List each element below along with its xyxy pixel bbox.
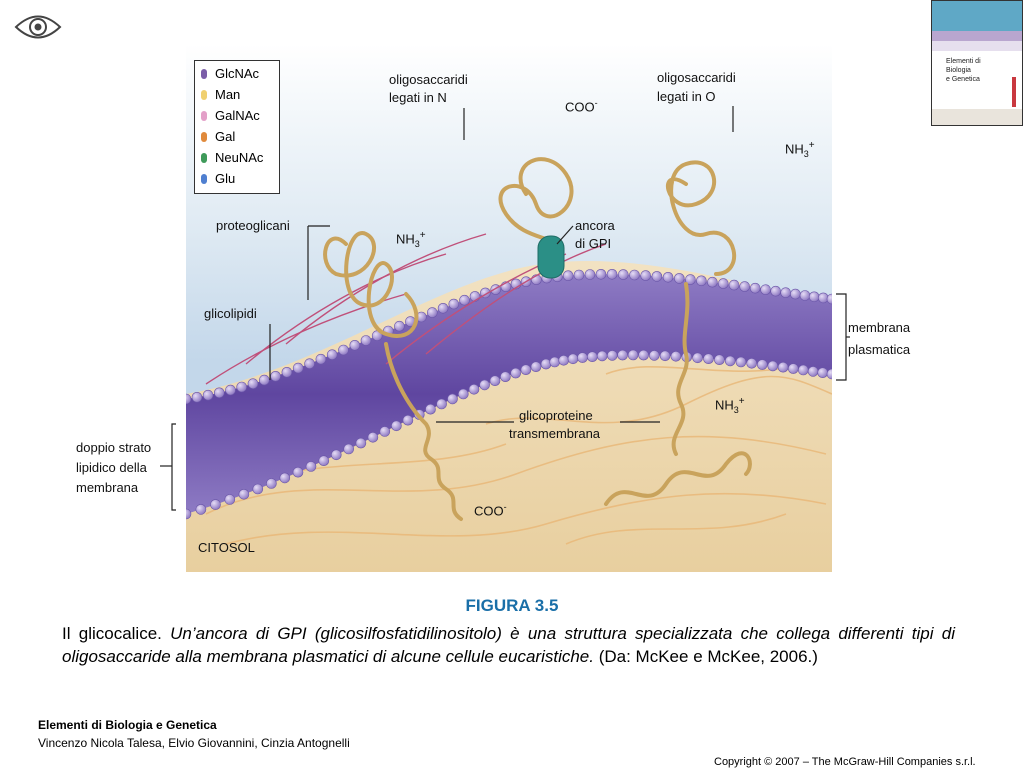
- cover-line1: Elementi di: [946, 58, 981, 65]
- proteoglycan-chains: [205, 233, 607, 385]
- figure-caption: Il glicocalice. Un’ancora di GPI (glicos…: [62, 622, 955, 668]
- label-proteoglicani: proteoglicani: [216, 218, 290, 233]
- legend-item-galnac: GalNAc: [201, 109, 260, 123]
- label-membrana-1: membrana: [848, 320, 911, 335]
- label-membrana-2: plasmatica: [848, 342, 911, 357]
- sugar-legend: GlcNAc Man GalNAc Gal NeuNAc Glu: [194, 60, 280, 194]
- label-citosol: CITOSOL: [198, 540, 255, 555]
- label-glicoproteine-2: transmembrana: [509, 426, 601, 441]
- inner-lipid-heads: [186, 349, 832, 520]
- label-coo-top: COO-: [565, 98, 598, 115]
- label-oligo-n-1: oligosaccaridi: [389, 72, 468, 87]
- legend-item-man: Man: [201, 88, 240, 102]
- outer-lipid-heads: [186, 269, 832, 405]
- label-nh3-lower: NH3+: [715, 396, 745, 415]
- label-coo-bottom: COO-: [474, 502, 507, 519]
- label-oligo-o-1: oligosaccaridi: [657, 70, 736, 85]
- label-gpi-1: ancora: [575, 218, 615, 233]
- cover-line3: e Genetica: [946, 76, 980, 83]
- legend-item-gal: Gal: [201, 130, 235, 144]
- caption-italic: Un’ancora di GPI (glicosilfosfatidilinos…: [62, 624, 955, 666]
- eye-icon: [14, 15, 62, 39]
- label-gpi-2: di GPI: [575, 236, 612, 251]
- footer-book-title: Elementi di Biologia e Genetica: [38, 718, 217, 732]
- caption-lead: Il glicocalice.: [62, 624, 162, 643]
- figure-title: FIGURA 3.5: [465, 596, 559, 615]
- legend-item-glu: Glu: [201, 172, 235, 186]
- label-glicolipidi: glicolipidi: [204, 306, 257, 321]
- book-cover-thumbnail: Elementi di Biologia e Genetica: [931, 0, 1023, 126]
- footer-authors: Vincenzo Nicola Talesa, Elvio Giovannini…: [38, 736, 350, 750]
- transmembrane-glycoproteins: [323, 157, 752, 521]
- gpi-anchor: [537, 235, 565, 279]
- glycocalyx-illustration: [186, 44, 832, 572]
- label-oligo-o-2: legati in O: [657, 89, 716, 104]
- label-doppio-1: doppio strato: [76, 440, 152, 455]
- legend-item-glcnac: GlcNAc: [201, 67, 259, 81]
- cover-line2: Biologia: [946, 67, 971, 74]
- label-glicoproteine-1: glicoproteine: [519, 408, 593, 423]
- label-oligo-n-2: legati in N: [389, 90, 447, 105]
- label-nh3-left: NH3+: [396, 230, 426, 249]
- lipid-bilayer: [186, 274, 832, 514]
- footer-copyright: Copyright © 2007 – The McGraw-Hill Compa…: [714, 756, 976, 768]
- caption-source: (Da: McKee e McKee, 2006.): [594, 647, 818, 666]
- label-doppio-3: membrana: [76, 480, 139, 495]
- label-nh3-right: NH3+: [785, 140, 815, 159]
- cytoskeleton-fibers: [205, 363, 832, 545]
- legend-item-neunac: NeuNAc: [201, 151, 263, 165]
- label-doppio-2: lipidico della: [76, 460, 147, 475]
